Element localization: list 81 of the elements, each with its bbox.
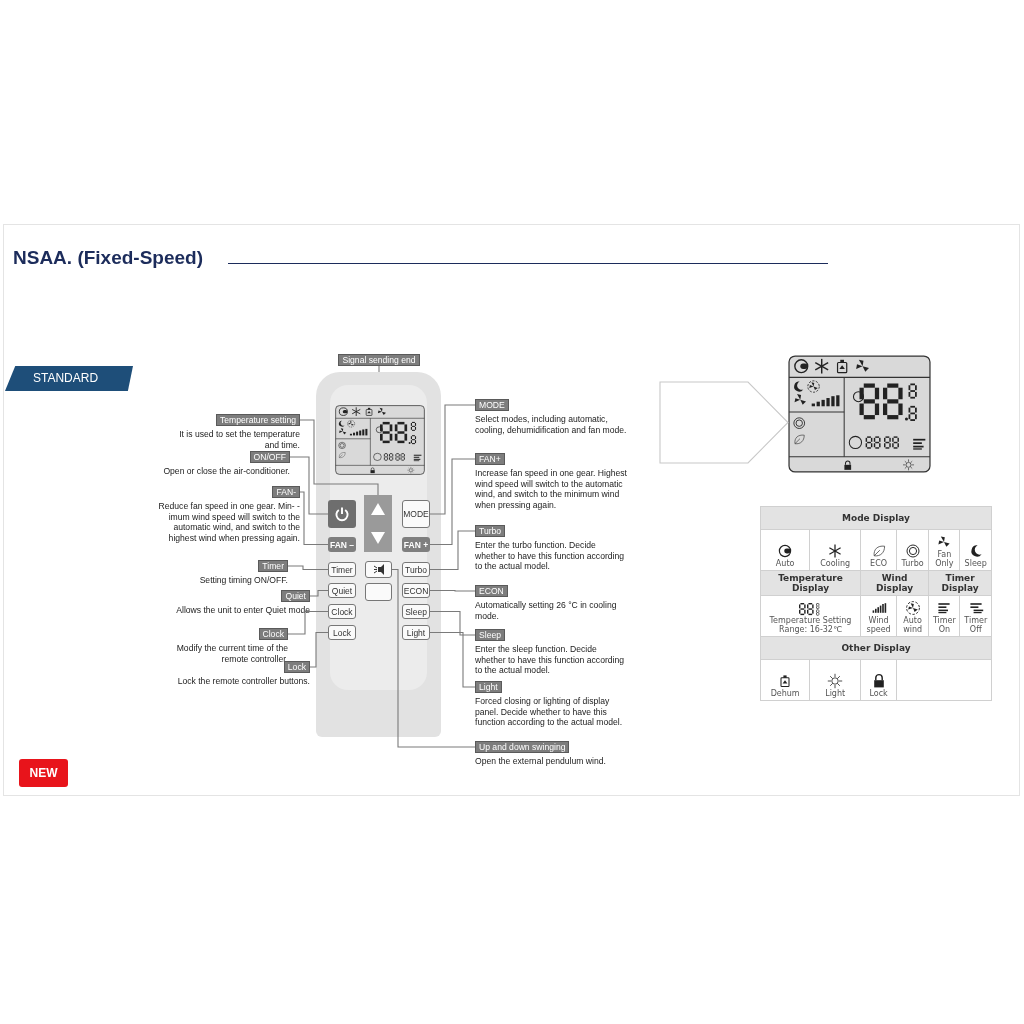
remote-button: MODE (402, 500, 430, 528)
description-text: It is used to set the temperature and time. (178, 429, 300, 450)
pointer-arrow (659, 381, 789, 464)
leader-line (289, 456, 329, 515)
icon-caption: Wind speed (865, 616, 892, 634)
remote-button: Light (402, 625, 430, 640)
swing-button (365, 561, 392, 578)
leader-line (429, 589, 476, 592)
remote-button: Turbo (402, 562, 430, 577)
leader-line (287, 565, 329, 571)
leader-line (309, 631, 329, 668)
callout-tag: Quiet (281, 590, 310, 602)
description-text: Automatically setting 26 °C in cooling mode. (475, 600, 618, 621)
leader-line (429, 610, 476, 636)
icon-caption: Sleep (963, 559, 988, 568)
table-header: Mode Display (760, 506, 992, 530)
callout-tag: ECON (475, 585, 508, 597)
leader-line (429, 458, 476, 546)
description-text: Lock the remote controller buttons. (176, 676, 310, 687)
remote-button: Quiet (328, 583, 356, 598)
remote-button: Lock (328, 625, 356, 640)
description-text: Modify the current time of the remote controller. (175, 643, 288, 664)
table-header: Temperature Display (760, 570, 861, 596)
icon-caption: Auto (774, 559, 796, 568)
remote-button: ECON (402, 583, 430, 598)
description-text: Select modes, including automatic, cooling, dehumidification and fan mode. (475, 414, 627, 435)
callout-tag: FAN- (272, 486, 300, 498)
section-banner: STANDARD (5, 366, 133, 391)
description-text: Forced closing or lighting of display panel. Decide whether to have this function according to the actual model. (475, 696, 624, 728)
power-button (328, 500, 356, 528)
icon-caption: Timer On (931, 616, 957, 634)
callout-tag: Light (475, 681, 502, 693)
remote-button: FAN + (402, 537, 430, 552)
callout-tag: Sleep (475, 629, 505, 641)
up-down-pad (364, 495, 392, 552)
icon-caption: Fan Only (934, 550, 955, 568)
remote-button: Timer (328, 562, 356, 577)
callout-tag: Temperature setting (216, 414, 300, 426)
leader-line (429, 404, 476, 515)
leader-line (299, 491, 329, 546)
icon-caption: Dehum (769, 689, 801, 698)
leader-line (391, 568, 476, 748)
icon-caption: Turbo (900, 559, 925, 568)
icon-caption: Cooling (819, 559, 852, 568)
callout-tag: Lock (283, 661, 310, 673)
callout-tag: Timer (258, 560, 288, 572)
description-text: Enter the turbo function. Decide whether to have this function according to the actual model. (475, 540, 626, 572)
leader-line (429, 530, 476, 571)
callout-tag: Turbo (475, 525, 506, 537)
description-text: Enter the sleep function. Decide whether to have this function according to the actual model. (475, 644, 626, 676)
leader-line (309, 589, 329, 597)
new-badge: NEW (19, 759, 68, 787)
icon-caption: Temperature Setting Range: 16-32℃ (768, 616, 853, 634)
callout-tag: ON/OFF (249, 451, 290, 463)
description-text: Open the external pendulum wind. (475, 756, 607, 767)
icon-caption: ECO (869, 559, 889, 568)
icon-caption: Auto wind (902, 616, 924, 634)
leader-line (378, 365, 380, 373)
blank-button (365, 583, 392, 601)
callout-tag: FAN+ (475, 453, 505, 465)
remote-button: FAN – (328, 537, 356, 552)
description-text: Reduce fan speed in one gear. Min- -imum wind speed will switch to the automatic wind, and switch to the highest wind when pressing again. (157, 501, 300, 543)
leader-line (287, 610, 329, 635)
icon-caption: Lock (868, 689, 889, 698)
leader-line (299, 419, 379, 496)
callout-tag: Signal sending end (338, 354, 420, 366)
icon-caption: Timer Off (963, 616, 989, 634)
remote-button: Clock (328, 604, 356, 619)
description-text: Allows the unit to enter Quiet mode (175, 605, 310, 616)
callout-tag: Clock (258, 628, 288, 640)
callout-tag: Up and down swinging (475, 741, 570, 753)
icon-caption: Light (824, 689, 847, 698)
remote-button: Sleep (402, 604, 430, 619)
description-text: Increase fan speed in one gear. Highest wind speed will switch to the automatic wind, and switch to the minimum wind when pressing again. (475, 468, 627, 510)
description-text: Setting timing ON/OFF. (198, 575, 288, 586)
leader-line (429, 631, 476, 688)
page-title: NSAA. (Fixed-Speed) (13, 247, 204, 269)
remote-control-body (316, 372, 441, 737)
callout-tag: MODE (475, 399, 509, 411)
description-text: Open or close the air-conditioner. (162, 466, 290, 477)
table-header: Other Display (760, 636, 992, 660)
